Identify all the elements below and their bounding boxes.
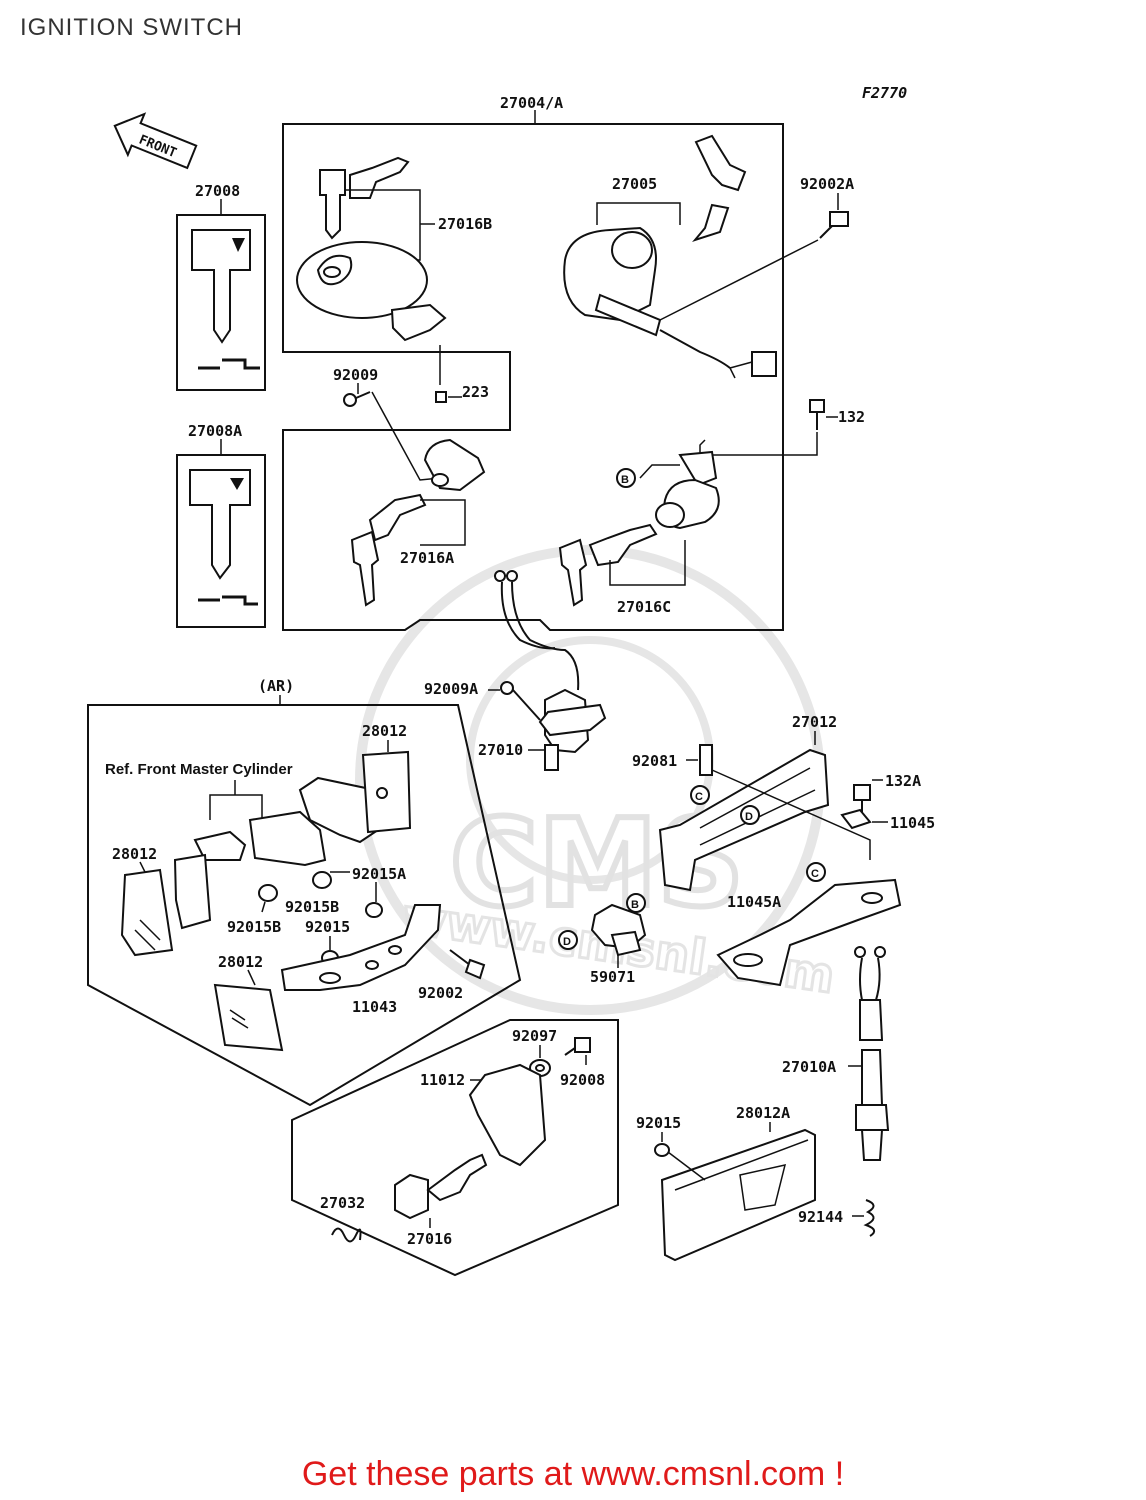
callout-27004-A: 27004/A xyxy=(500,94,563,112)
callout-92015B-b: 92015B xyxy=(285,898,339,916)
screw-92009A-icon xyxy=(500,681,541,721)
callout-92015A: 92015A xyxy=(352,865,406,883)
bolt-92002A-icon xyxy=(819,211,849,239)
callout-92144: 92144 xyxy=(798,1208,843,1226)
cover-11012-icon xyxy=(468,1063,547,1167)
callout-28012A: 28012A xyxy=(736,1104,790,1122)
bracket-11043-icon xyxy=(280,904,442,991)
callout-AR: (AR) xyxy=(258,677,294,695)
bolt-132A-icon xyxy=(853,784,871,812)
clip-92081-icon xyxy=(699,744,713,776)
nut-92015B-a-icon xyxy=(258,884,278,902)
keys-27016C-icon xyxy=(558,523,658,607)
callout-132: 132 xyxy=(838,408,865,426)
reflector-28012A-icon xyxy=(660,1128,816,1262)
reflector-28012-left-icon xyxy=(120,868,174,957)
callout-28012-left: 28012 xyxy=(112,845,157,863)
callout-27010: 27010 xyxy=(478,741,523,759)
nut-11045-icon xyxy=(840,808,872,830)
kit-box-27004A xyxy=(282,123,784,631)
switch-27010A-icon xyxy=(854,946,890,1161)
callout-92015-ar: 92015 xyxy=(305,918,350,936)
callout-92081: 92081 xyxy=(632,752,677,770)
spring-27032-icon xyxy=(331,1227,362,1243)
callout-27016C: 27016C xyxy=(617,598,671,616)
footer-promo-link[interactable]: Get these parts at www.cmsnl.com ! xyxy=(301,1455,845,1493)
callout-28012-top: 28012 xyxy=(362,722,407,740)
callout-223: 223 xyxy=(462,383,489,401)
reflector-28012-bottom-icon xyxy=(213,983,284,1052)
callout-27016: 27016 xyxy=(407,1230,452,1248)
callout-92002A: 92002A xyxy=(800,175,854,193)
ignition-switch-27005-icon xyxy=(563,226,777,379)
callout-92009A: 92009A xyxy=(424,680,478,698)
callout-92008: 92008 xyxy=(560,1071,605,1089)
screw-92008-icon xyxy=(564,1037,591,1056)
callout-132A: 132A xyxy=(885,772,921,790)
callout-11045A: 11045A xyxy=(727,893,781,911)
lock-group-box xyxy=(291,1019,619,1277)
page-title: IGNITION SWITCH xyxy=(20,14,243,41)
reflector-bracket-icon xyxy=(173,776,380,930)
callout-27008: 27008 xyxy=(195,182,240,200)
callout-27005: 27005 xyxy=(612,175,657,193)
callout-59071: 59071 xyxy=(590,968,635,986)
callout-11043: 11043 xyxy=(352,998,397,1016)
nut-92015B-b-icon xyxy=(312,871,332,889)
spring-92144-icon xyxy=(863,1199,876,1237)
callout-92015B-a: 92015B xyxy=(227,918,281,936)
key-27008A-icon xyxy=(189,469,258,606)
lock-27016-icon xyxy=(394,1153,488,1220)
callout-27016B: 27016B xyxy=(438,215,492,233)
key-card-27008 xyxy=(176,214,266,391)
front-arrow-icon: FRONT xyxy=(113,112,198,170)
callout-92002: 92002 xyxy=(418,984,463,1002)
figure-code: F2770 xyxy=(862,84,907,102)
bolt-132-icon xyxy=(809,399,825,430)
keys-27016A-icon xyxy=(350,493,427,607)
callout-27016A: 27016A xyxy=(400,549,454,567)
seat-lock-27016C-icon xyxy=(639,450,720,530)
screw-92009-icon xyxy=(343,391,371,407)
bracket-11045A-icon xyxy=(716,878,902,987)
ar-group-box xyxy=(87,704,522,1107)
keys-27016B-icon xyxy=(319,156,410,240)
callout-27012: 27012 xyxy=(792,713,837,731)
connector-mark-b2: B xyxy=(631,899,639,911)
connector-mark-d1: D xyxy=(745,811,753,823)
keys-27005-icon xyxy=(692,134,747,242)
reference-note: Ref. Front Master Cylinder xyxy=(105,761,293,778)
callout-28012-bottom: 28012 xyxy=(218,953,263,971)
callout-27032: 27032 xyxy=(320,1194,365,1212)
callout-92015: 92015 xyxy=(636,1114,681,1132)
bolt-223-icon xyxy=(435,391,447,403)
callout-11012: 11012 xyxy=(420,1071,465,1089)
key-27008-icon xyxy=(191,229,260,370)
connector-mark-b1: B xyxy=(621,474,629,486)
connector-mark-d2: D xyxy=(563,936,571,948)
callout-92097: 92097 xyxy=(512,1027,557,1045)
brake-switch-27010-icon xyxy=(494,570,607,771)
connector-mark-c2: C xyxy=(811,868,819,880)
reflector-28012-top-icon xyxy=(361,750,412,834)
lock-27016A-icon xyxy=(423,438,486,492)
bolt-92002-icon xyxy=(449,949,486,980)
callout-92009: 92009 xyxy=(333,366,378,384)
callout-11045: 11045 xyxy=(890,814,935,832)
key-card-27008A xyxy=(176,454,266,628)
nut-92015-icon xyxy=(654,1143,670,1157)
callout-27010A: 27010A xyxy=(782,1058,836,1076)
connector-mark-c1: C xyxy=(695,791,703,803)
callout-27008A: 27008A xyxy=(188,422,242,440)
fuel-cap-icon xyxy=(296,241,447,342)
nut-92015A-icon xyxy=(365,902,383,918)
switch-59071-icon xyxy=(590,903,647,957)
